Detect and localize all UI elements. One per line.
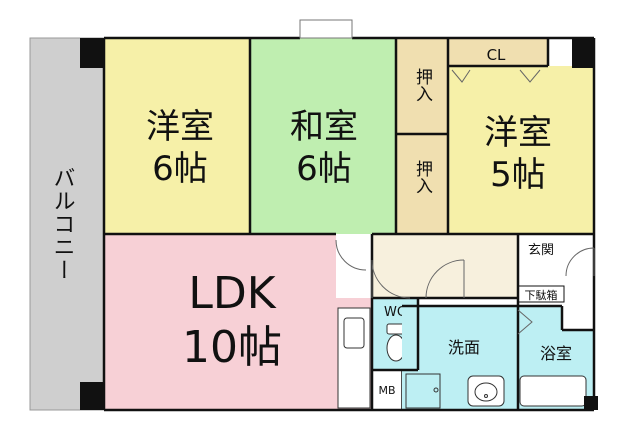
walls [102,36,596,412]
western-room-2 [448,66,594,234]
western-room-1-size: 6帖 [152,149,208,189]
mb-label: MB [378,384,395,397]
ldk-kind: LDK [188,268,276,319]
japanese-room [250,38,396,234]
kitchen-sink-icon [337,307,371,409]
japanese-room-kind: 和室 [290,107,358,147]
oshiire-2 [396,134,448,234]
closet-cl [448,38,548,66]
entrance-label: 玄関 [528,243,554,258]
ldk-size: 10帖 [182,322,282,373]
washroom-label: 洗面 [448,338,480,357]
bathtub-icon [519,375,587,407]
corridor [372,234,518,298]
bathroom-label: 浴室 [540,344,572,363]
balcony-label: バルコニー [50,167,75,282]
closet-cl-label: CL [487,46,506,64]
oshiire-1-label: 押入 [412,68,433,102]
western-room-2-kind: 洋室 [484,113,552,153]
japanese-room-size: 6帖 [296,149,352,189]
toilet-icon [386,323,406,362]
balcony-area [29,37,105,411]
wash-basin-icon [467,375,505,407]
oshiire-2-label: 押入 [412,160,433,194]
wc-label: WC [384,305,406,320]
door-swing-icon [335,69,595,335]
entrance-area [518,234,564,286]
ldk-room [104,234,372,410]
oshiire-1 [396,38,448,134]
western-room-2-size: 5帖 [490,155,546,195]
western-room-1-kind: 洋室 [146,107,214,147]
shoe-box-label: 下駄箱 [525,288,558,302]
western-room-1 [104,38,250,234]
washing-machine-icon [405,373,441,409]
pillars [80,38,598,410]
top-window [299,19,353,39]
